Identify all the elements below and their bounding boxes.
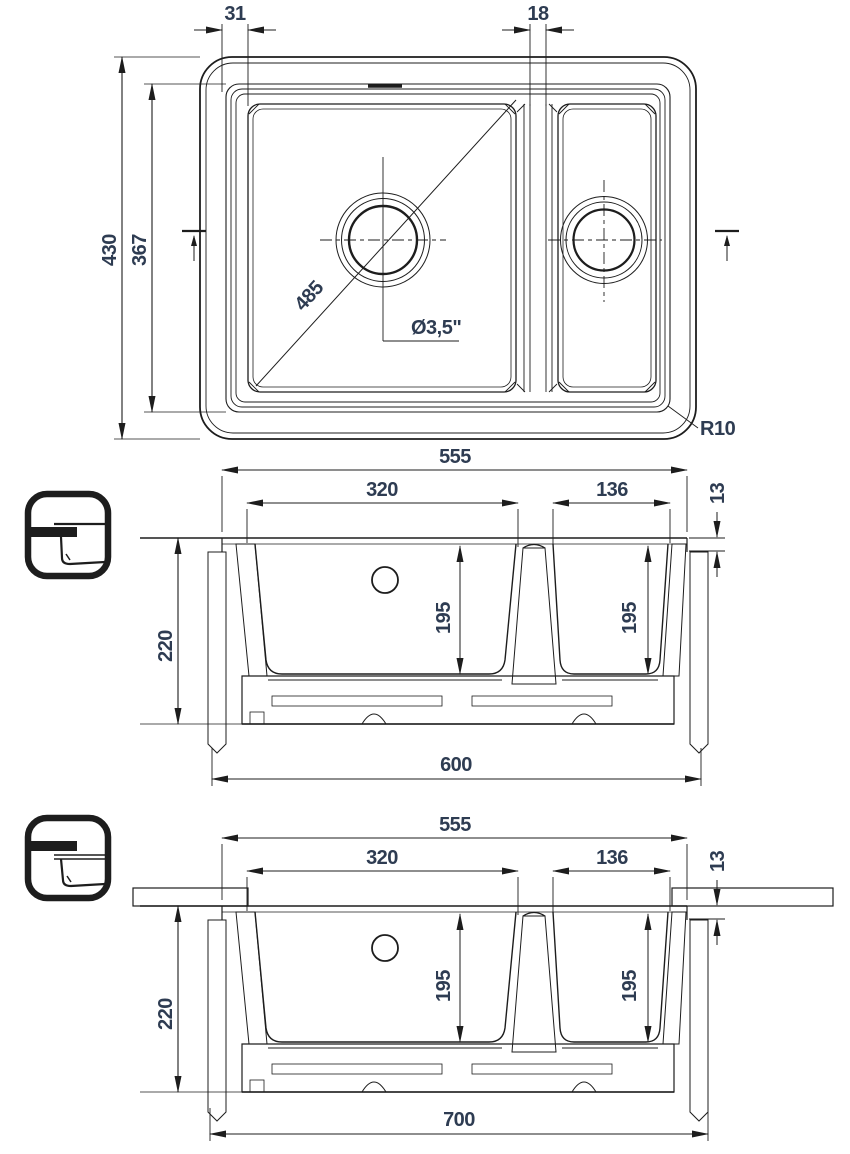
dim-outer-height: 430 bbox=[99, 56, 200, 440]
undermount-icon bbox=[24, 814, 112, 902]
divider-lines bbox=[523, 104, 553, 392]
dim-label-18: 18 bbox=[527, 3, 549, 25]
cross-section-600 bbox=[140, 446, 729, 753]
small-bowl bbox=[557, 103, 657, 393]
cross-section-700 bbox=[140, 814, 729, 1121]
section-cut-mark-right bbox=[715, 229, 739, 261]
sink-outer-edge bbox=[199, 56, 697, 440]
section-700: 700 bbox=[24, 814, 834, 1141]
secondary-drain bbox=[548, 180, 662, 302]
main-bowl bbox=[247, 103, 517, 393]
main-drain bbox=[320, 157, 446, 341]
rim-band bbox=[225, 83, 671, 413]
dim-cabinet-600: 600 bbox=[211, 748, 702, 786]
dim-cabinet-700: 700 bbox=[209, 1108, 709, 1141]
flush-mount-icon bbox=[24, 490, 112, 580]
corner-chamfers bbox=[248, 103, 656, 393]
countertop bbox=[132, 887, 834, 907]
dim-inner-height: 367 bbox=[129, 83, 226, 413]
dim-divider-width: 18 bbox=[502, 3, 574, 106]
section-cut-mark-left bbox=[182, 229, 206, 261]
dim-label-430: 430 bbox=[99, 234, 121, 266]
dim-diagonal: 485 bbox=[255, 99, 517, 387]
dim-label-367: 367 bbox=[129, 234, 151, 266]
dim-label-700: 700 bbox=[443, 1109, 475, 1131]
dim-rim-offset: 31 bbox=[194, 3, 276, 106]
section-600: 600 bbox=[24, 446, 729, 786]
corner-radius-callout: R10 bbox=[667, 405, 736, 440]
dim-label-600: 600 bbox=[440, 754, 472, 776]
drain-size-callout: Ø3,5" bbox=[383, 317, 462, 342]
countertop-left bbox=[132, 887, 249, 907]
dim-label-drain: Ø3,5" bbox=[411, 317, 461, 339]
dim-label-radius: R10 bbox=[700, 418, 736, 440]
countertop-right bbox=[671, 887, 834, 907]
dim-label-485: 485 bbox=[290, 277, 328, 316]
dim-label-31: 31 bbox=[224, 3, 246, 25]
plan-view: 485 Ø3,5" R10 430 367 bbox=[99, 3, 739, 440]
